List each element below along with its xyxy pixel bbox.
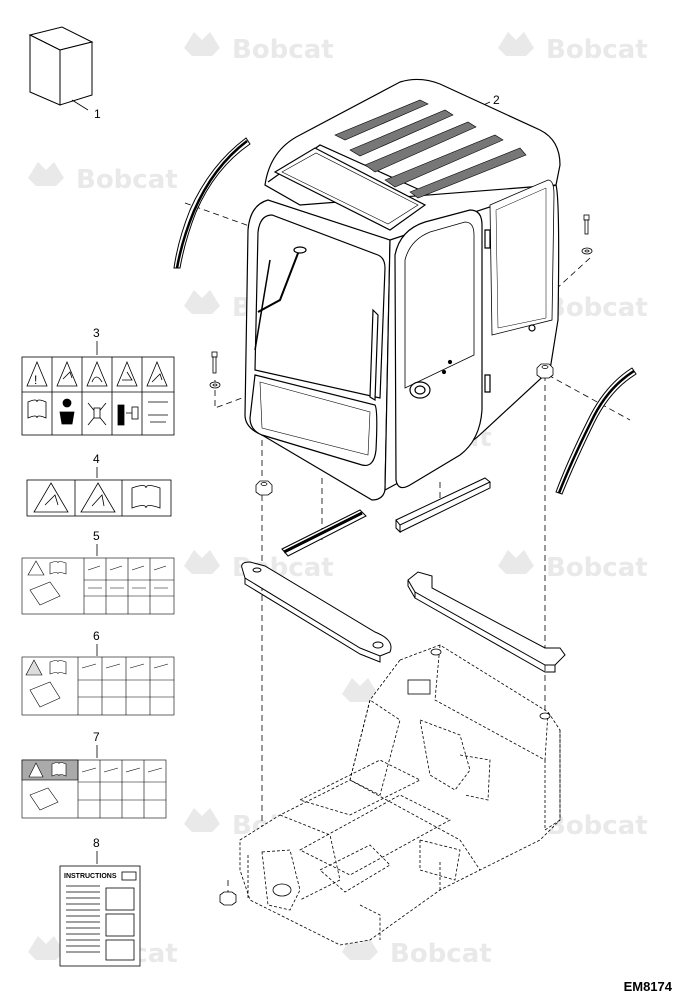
operation-decal-icon	[21, 759, 167, 819]
bobcat-logo-icon	[184, 290, 220, 314]
watermark-text: Bobcat	[390, 939, 492, 969]
carton-box-icon	[28, 26, 94, 106]
cab-seal-edge	[283, 511, 363, 554]
instructions-manual-icon	[131, 485, 161, 509]
watermark-text: Bobcat	[546, 35, 648, 65]
leader-line	[71, 99, 89, 111]
cab-seal-edge	[175, 140, 248, 269]
cab-seal-icon	[555, 367, 637, 495]
frame-hole	[539, 712, 551, 720]
bobcat-logo-icon	[184, 32, 220, 56]
svg-text:!: !	[34, 373, 37, 387]
watermark-text: Bobcat	[546, 811, 648, 841]
nut-icon	[219, 363, 554, 906]
bobcat-logo-icon	[184, 808, 220, 832]
frame-hole	[272, 883, 292, 897]
safety-decal-icon	[26, 479, 172, 517]
callout-7: 7	[93, 730, 100, 744]
callout-5: 5	[93, 529, 100, 543]
operation-decal-icon	[21, 656, 175, 716]
callout-4: 4	[93, 452, 100, 466]
bobcat-logo-icon	[28, 936, 64, 960]
callout-1: 1	[94, 107, 101, 121]
cab-seal-icon	[173, 137, 251, 269]
callout-8: 8	[93, 836, 100, 850]
callout-2: 2	[493, 93, 500, 107]
drawing-code: EM8174	[623, 979, 672, 994]
spacer-bar-icon	[407, 571, 566, 673]
operation-decal-icon	[21, 557, 175, 615]
bobcat-logo-icon	[498, 32, 534, 56]
watermark-text: Bobcat	[546, 293, 648, 323]
bobcat-logo-icon	[498, 550, 534, 574]
warning-decal-icon: !	[21, 356, 175, 436]
watermark-text: Bobcat	[546, 553, 648, 583]
frame-hole	[430, 648, 442, 656]
cab-assembly-icon	[244, 78, 561, 501]
frame-icon	[239, 644, 561, 946]
bobcat-logo-icon	[342, 678, 378, 702]
instructions-manual-icon	[27, 399, 47, 419]
spacer-bar-icon	[241, 561, 392, 663]
instructions-label: INSTRUCTIONS	[64, 873, 117, 880]
callout-6: 6	[93, 629, 100, 643]
cab-seal-edge	[557, 369, 635, 494]
bobcat-logo-icon	[184, 550, 220, 574]
bobcat-logo-icon	[28, 162, 64, 186]
watermark-text: Bobcat	[232, 35, 334, 65]
watermark-text: Bobcat	[76, 165, 178, 195]
callout-3: 3	[93, 326, 100, 340]
frame-block	[407, 679, 431, 695]
bolt-icon	[209, 214, 593, 389]
instructions-manual-icon	[59, 865, 141, 967]
spacer-bar-icon	[395, 477, 491, 534]
